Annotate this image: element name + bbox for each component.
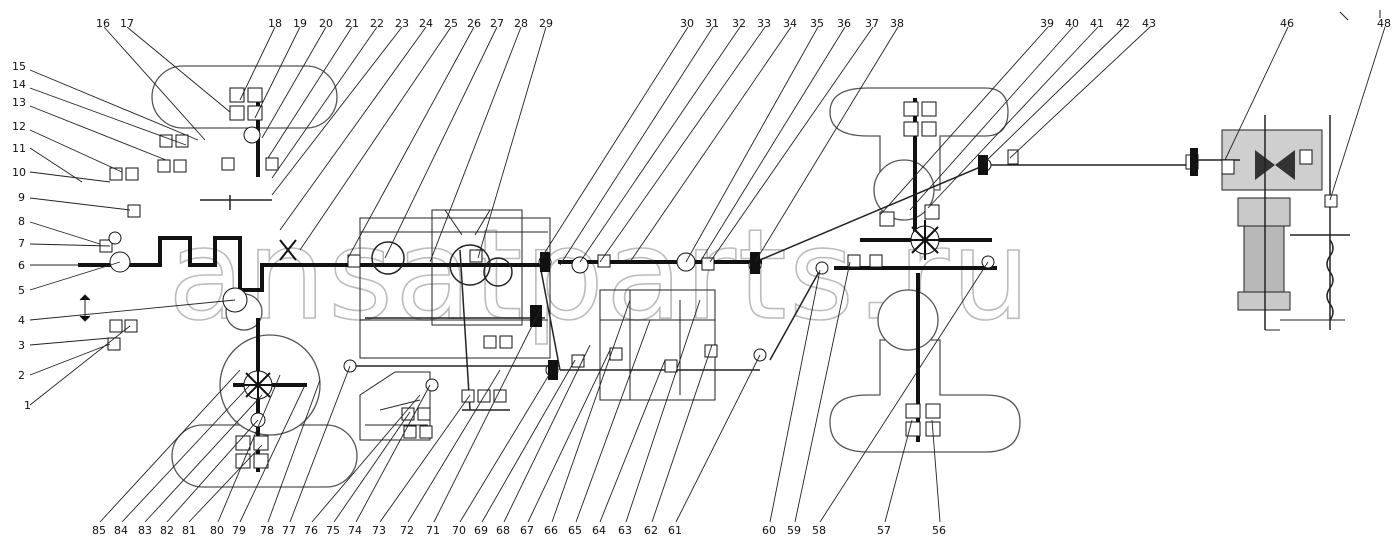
main-shaft-line [78,236,997,292]
label-46: 46 [1280,17,1294,30]
label-74: 74 [348,524,362,537]
label-7: 7 [18,237,25,250]
label-76: 76 [304,524,318,537]
label-3: 3 [18,339,25,352]
joint-markers [530,148,1198,380]
label-1: 1 [24,399,31,412]
label-82: 82 [160,524,174,537]
label-42: 42 [1116,17,1130,30]
label-10: 10 [12,166,26,179]
label-8: 8 [18,215,25,228]
label-73: 73 [372,524,386,537]
leader-lines [29,26,1386,523]
label-26: 26 [467,17,481,30]
label-34: 34 [783,17,797,30]
label-62: 62 [644,524,658,537]
label-57: 57 [877,524,891,537]
label-85: 85 [92,524,106,537]
label-61: 61 [668,524,682,537]
label-40: 40 [1065,17,1079,30]
label-4: 4 [18,314,25,327]
label-31: 31 [705,17,719,30]
secondary-shafts [200,115,1350,411]
label-6: 6 [18,259,25,272]
label-83: 83 [138,524,152,537]
pto-housing [359,371,431,441]
label-41: 41 [1090,17,1104,30]
label-75: 75 [326,524,340,537]
label-37: 37 [865,17,879,30]
rear-wheel-top [829,87,1009,191]
measure-marks [79,10,1381,331]
label-78: 78 [260,524,274,537]
label-43: 43 [1142,17,1156,30]
label-84: 84 [114,524,128,537]
label-56: 56 [932,524,946,537]
label-81: 81 [182,524,196,537]
label-64: 64 [592,524,606,537]
label-19: 19 [293,17,307,30]
label-17: 17 [120,17,134,30]
label-11: 11 [12,142,26,155]
label-58: 58 [812,524,826,537]
differentials [240,220,945,403]
label-59: 59 [787,524,801,537]
label-30: 30 [680,17,694,30]
label-70: 70 [452,524,466,537]
label-35: 35 [810,17,824,30]
label-15: 15 [12,60,26,73]
label-13: 13 [12,96,26,109]
label-39: 39 [1040,17,1054,30]
label-69: 69 [474,524,488,537]
label-16: 16 [96,17,110,30]
gear-blocks [99,87,1338,469]
labels-bottom: 85 84 83 82 81 80 79 78 77 76 75 74 73 7… [92,524,946,537]
label-5: 5 [18,284,25,297]
label-48: 48 [1377,17,1391,30]
label-71: 71 [426,524,440,537]
label-32: 32 [732,17,746,30]
labels-top: 16 17 18 19 20 21 22 23 24 25 26 27 28 2… [96,17,1391,30]
label-65: 65 [568,524,582,537]
label-27: 27 [490,17,504,30]
label-9: 9 [18,191,25,204]
label-63: 63 [618,524,632,537]
label-79: 79 [232,524,246,537]
label-72: 72 [400,524,414,537]
label-28: 28 [514,17,528,30]
label-14: 14 [12,78,26,91]
label-24: 24 [419,17,433,30]
label-67: 67 [520,524,534,537]
label-2: 2 [18,369,25,382]
label-29: 29 [539,17,553,30]
label-60: 60 [762,524,776,537]
label-23: 23 [395,17,409,30]
label-66: 66 [544,524,558,537]
label-12: 12 [12,120,26,133]
label-68: 68 [496,524,510,537]
label-20: 20 [319,17,333,30]
label-21: 21 [345,17,359,30]
rear-wheel-bottom [829,339,1021,453]
gearbox-housing [359,209,551,359]
label-33: 33 [757,17,771,30]
labels-left: 15 14 13 12 11 10 9 8 7 6 5 4 3 2 1 [12,60,31,412]
label-36: 36 [837,17,851,30]
rear-drive-circle-bottom [877,289,939,351]
label-38: 38 [890,17,904,30]
winch-cable [1326,239,1334,321]
winch-drum [1221,129,1323,311]
label-25: 25 [444,17,458,30]
label-80: 80 [210,524,224,537]
label-22: 22 [370,17,384,30]
label-18: 18 [268,17,282,30]
label-77: 77 [282,524,296,537]
